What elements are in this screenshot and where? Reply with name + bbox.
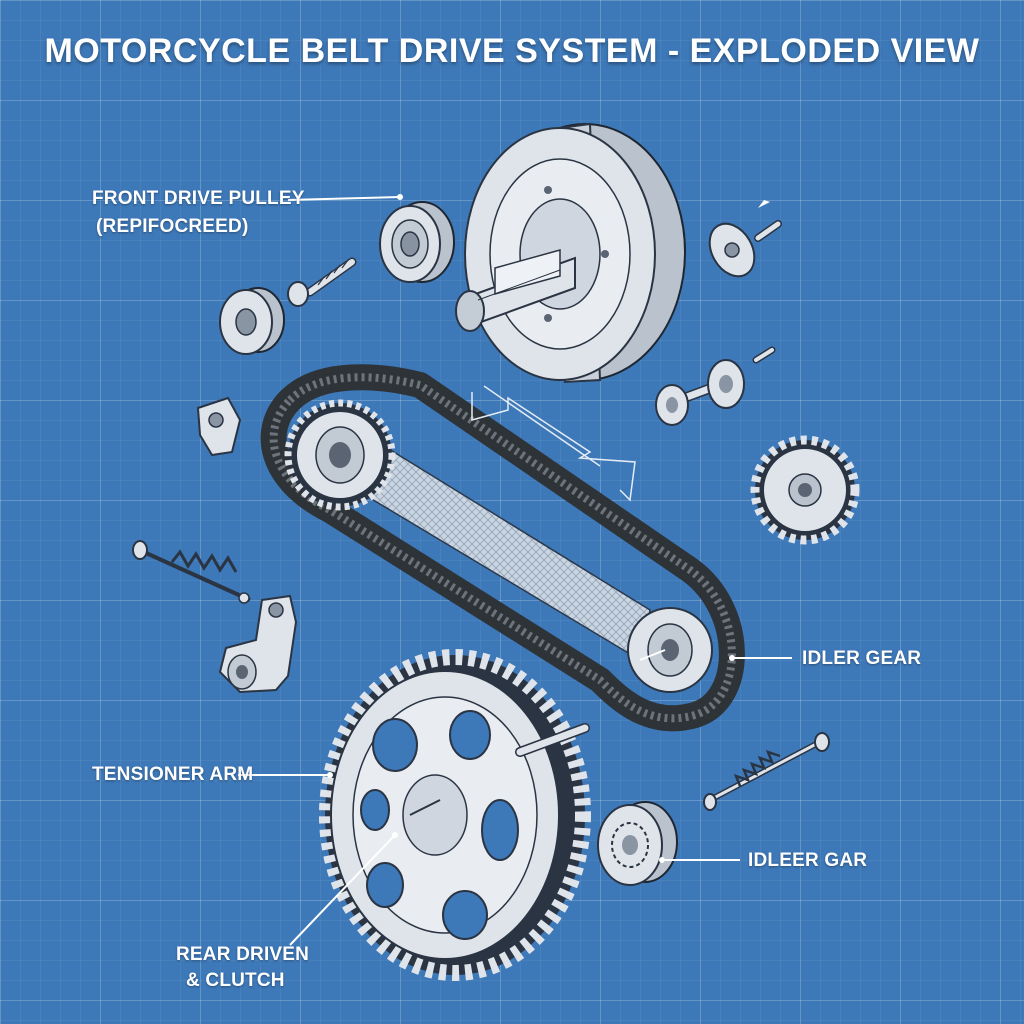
front-drive-pulley xyxy=(455,122,686,384)
motion-arrows xyxy=(471,385,636,502)
small-gear xyxy=(750,435,860,545)
upper-belt-pulley xyxy=(284,399,396,511)
label-tensioner-arm: TENSIONER ARM xyxy=(92,764,254,785)
tensioner-spring xyxy=(132,540,251,604)
rear-driven-sprocket xyxy=(319,649,591,981)
small-screw xyxy=(287,257,357,307)
idler-pulley-assembly xyxy=(655,346,776,426)
label-rear-driven-sub: & CLUTCH xyxy=(186,970,285,991)
label-rear-driven: REAR DRIVEN xyxy=(176,944,310,965)
label-front-drive-pulley-sub: (REPIFOCREED) xyxy=(96,216,249,237)
label-idler-gear: IDLER GEAR xyxy=(802,648,922,669)
label-idleer-gar: IDLEER GAR xyxy=(748,850,868,871)
lower-belt-pulley xyxy=(627,607,713,693)
small-bracket xyxy=(196,396,242,457)
drive-belt xyxy=(260,364,745,732)
dowel-pin xyxy=(754,200,782,242)
front-pulley-bearing xyxy=(379,201,455,283)
idler-bolt xyxy=(703,732,830,811)
leader-rear-driven xyxy=(289,834,396,946)
diagram-title: MOTORCYCLE BELT DRIVE SYSTEM - EXPLODED … xyxy=(44,32,980,70)
label-front-drive-pulley: FRONT DRIVE PULLEY xyxy=(92,188,305,209)
leader-front-drive-pulley xyxy=(287,196,401,201)
lock-washer xyxy=(708,222,756,278)
tensioner-arm-part xyxy=(218,594,298,694)
idler-bushing xyxy=(597,801,678,886)
spacer-bushing xyxy=(219,287,285,355)
